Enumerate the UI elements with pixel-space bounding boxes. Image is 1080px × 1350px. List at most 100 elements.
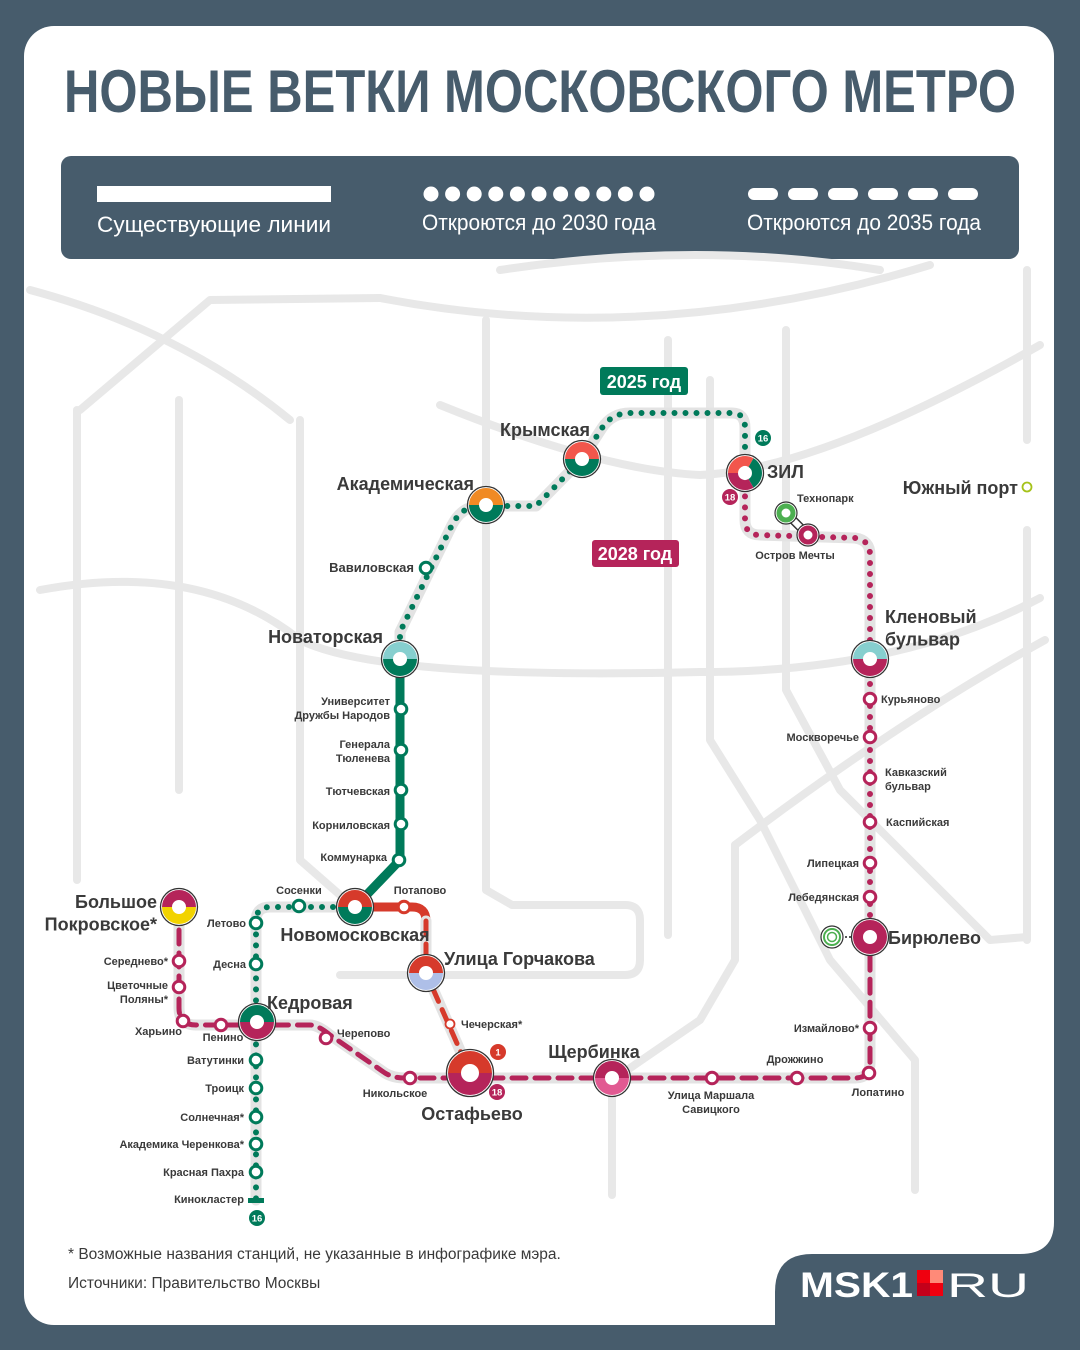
legend-dot (574, 186, 590, 202)
station-label: Кедровая (267, 993, 353, 1013)
year-2025-text: 2025 год (607, 372, 682, 392)
svg-text:MSK1: MSK1 (800, 1266, 913, 1305)
station-label-line: бульвар (885, 630, 960, 650)
year-label-2025: 2025 год (600, 367, 688, 395)
station-label-line: Цветочные (107, 980, 168, 992)
station-label-line: Пенино (203, 1032, 244, 1044)
station-circle (862, 889, 878, 905)
station-circle (862, 814, 878, 830)
station-label-line: Корниловская (312, 820, 390, 832)
station-label-line: Дружбы Народов (294, 710, 390, 722)
station-label-line: Крымская (500, 420, 590, 440)
station-label-line: Академическая (337, 474, 474, 494)
station-label-line: Новомосковская (280, 925, 429, 945)
badge-circle (755, 430, 771, 446)
station-segment (409, 956, 443, 974)
station-label: Кленовый бульвар (885, 607, 977, 650)
station: Технопарк (774, 493, 854, 525)
station: Коммунарка (320, 852, 407, 868)
station-label: Красная Пахра (163, 1167, 245, 1179)
station-label-line: Остафьево (421, 1104, 523, 1124)
station-circle (248, 956, 264, 972)
station-circle (318, 1030, 334, 1046)
station-circle (418, 560, 434, 576)
station: Академическая (337, 474, 506, 525)
station-circle (393, 701, 409, 717)
station: Новаторская (268, 627, 420, 679)
station-segment (853, 642, 887, 660)
station-label-line: Лебедянская (788, 892, 859, 904)
legend-dashed-line (748, 188, 978, 200)
station-label-line: Троицк (205, 1083, 244, 1095)
station-label-line: Тютчевская (326, 786, 390, 798)
station-segment (853, 920, 887, 938)
station-segment (565, 458, 599, 476)
station: Южный порт (903, 478, 1033, 498)
station-label: Тютчевская (326, 786, 390, 798)
station-label-line: Липецкая (807, 858, 859, 870)
station-segment (728, 456, 754, 474)
station-label-line: Середнево* (104, 956, 169, 968)
station-label: Лопатино (852, 1087, 905, 1099)
station-label-line: Вавиловская (329, 560, 414, 575)
station-label: Троицк (205, 1083, 244, 1095)
station: Пенино (203, 1017, 244, 1044)
station-label-line: Покровское* (45, 915, 157, 935)
legend-dot (466, 186, 482, 202)
station: Потапово (394, 885, 447, 915)
station-segment (162, 906, 196, 924)
footer-corner (775, 1222, 1054, 1326)
station-label-line: Университет (321, 696, 391, 708)
station: Академика Черенкова* (119, 1136, 264, 1152)
station-segment (853, 936, 887, 954)
legend-dash (948, 188, 978, 200)
station-circle (248, 1052, 264, 1068)
station-label: Коммунарка (320, 852, 388, 864)
badge-text: 16 (758, 434, 769, 445)
badge-text: 18 (492, 1088, 503, 1099)
station-label: Южный порт (903, 478, 1018, 498)
station-label-line: Улица Маршала (668, 1090, 755, 1102)
legend-2030-label: Откроются до 2030 года (422, 210, 657, 235)
year-label-2028: 2028 год (592, 540, 679, 567)
station: Харьино (135, 1013, 191, 1038)
station-label-line: Коммунарка (320, 852, 388, 864)
station-label-line: Ватутинки (187, 1055, 244, 1067)
station-label-line: Поляны* (120, 994, 169, 1006)
legend-dot (423, 186, 439, 202)
station: Дрожжино (767, 1054, 824, 1086)
station: ЗИЛ (725, 453, 804, 493)
station-circle (1021, 481, 1033, 493)
legend-dot (617, 186, 633, 202)
station-label: Академика Черенкова* (119, 1139, 244, 1151)
station-circle (175, 1013, 191, 1029)
station-circle (393, 782, 409, 798)
line-number-badge: 16 (755, 430, 771, 446)
line-number-badge: 18 (722, 489, 738, 505)
station-segment (748, 458, 762, 488)
station-label-line: Генерала (340, 739, 391, 751)
line-16-dotted-north (397, 410, 748, 662)
station-circle (248, 915, 264, 931)
station: Летово (207, 915, 264, 931)
badge-text: 16 (252, 1214, 263, 1225)
station: Каспийская (862, 814, 949, 830)
station-label: Десна (213, 959, 247, 971)
badge-circle (722, 489, 738, 505)
station: Корниловская (312, 816, 409, 832)
station-label: Пенино (203, 1032, 244, 1044)
legend-2035-label: Откроются до 2035 года (747, 210, 982, 235)
station-label: Летово (207, 918, 246, 930)
station-circle (248, 1109, 264, 1125)
station-label-line: Кленовый (885, 607, 977, 627)
station-circle (171, 979, 187, 995)
station-circle (248, 1136, 264, 1152)
station-circle (861, 1065, 877, 1081)
sources: Источники: Правительство Москвы (68, 1275, 320, 1292)
station-label-line: Харьино (135, 1026, 182, 1038)
footnote: * Возможные названия станций, не указанн… (68, 1246, 561, 1263)
station: Красная Пахра (163, 1164, 264, 1180)
station-label-line: Бирюлево (888, 928, 981, 948)
